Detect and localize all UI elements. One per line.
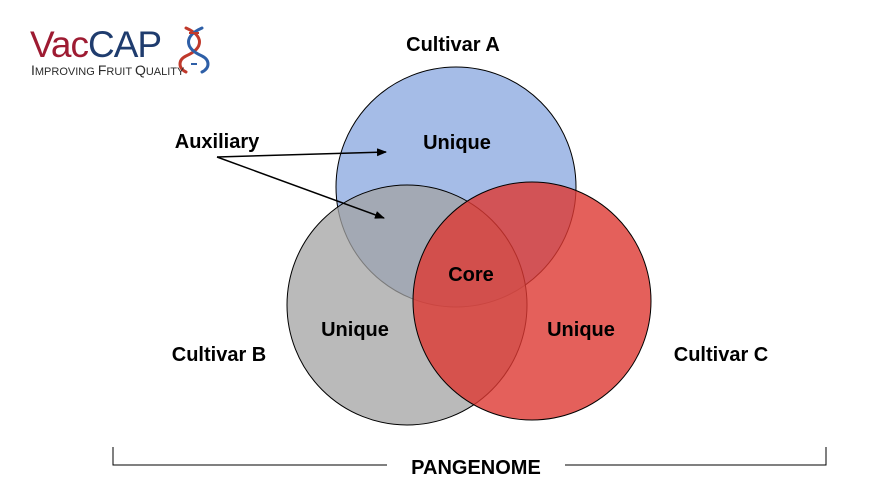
arrow-auxiliary-to-a-b [216, 148, 387, 158]
label-auxiliary: Auxiliary [175, 131, 260, 153]
label-unique-a: Unique [423, 132, 491, 154]
logo-part-cap: CAP [88, 24, 161, 65]
arrow-auxiliary-to-a-b-overlap [216, 156, 385, 219]
vaccap-logo: VacCAP IMPROVING FRUIT QUALITY [30, 24, 210, 78]
label-pangenome: PANGENOME [411, 457, 541, 479]
pangenome-bracket: PANGENOME [112, 447, 827, 479]
label-unique-c: Unique [547, 319, 615, 341]
logo-tagline: IMPROVING FRUIT QUALITY [31, 62, 185, 78]
circle-cultivar-c [412, 181, 652, 421]
label-unique-b: Unique [321, 319, 389, 341]
dna-helix-icon [178, 26, 210, 74]
label-cultivar-b: Cultivar B [172, 344, 266, 366]
logo-wordmark: VacCAP [30, 24, 161, 65]
label-core: Core [448, 264, 494, 286]
label-cultivar-c: Cultivar C [674, 344, 768, 366]
logo-part-vac: Vac [30, 24, 89, 65]
label-cultivar-a: Cultivar A [406, 34, 500, 56]
